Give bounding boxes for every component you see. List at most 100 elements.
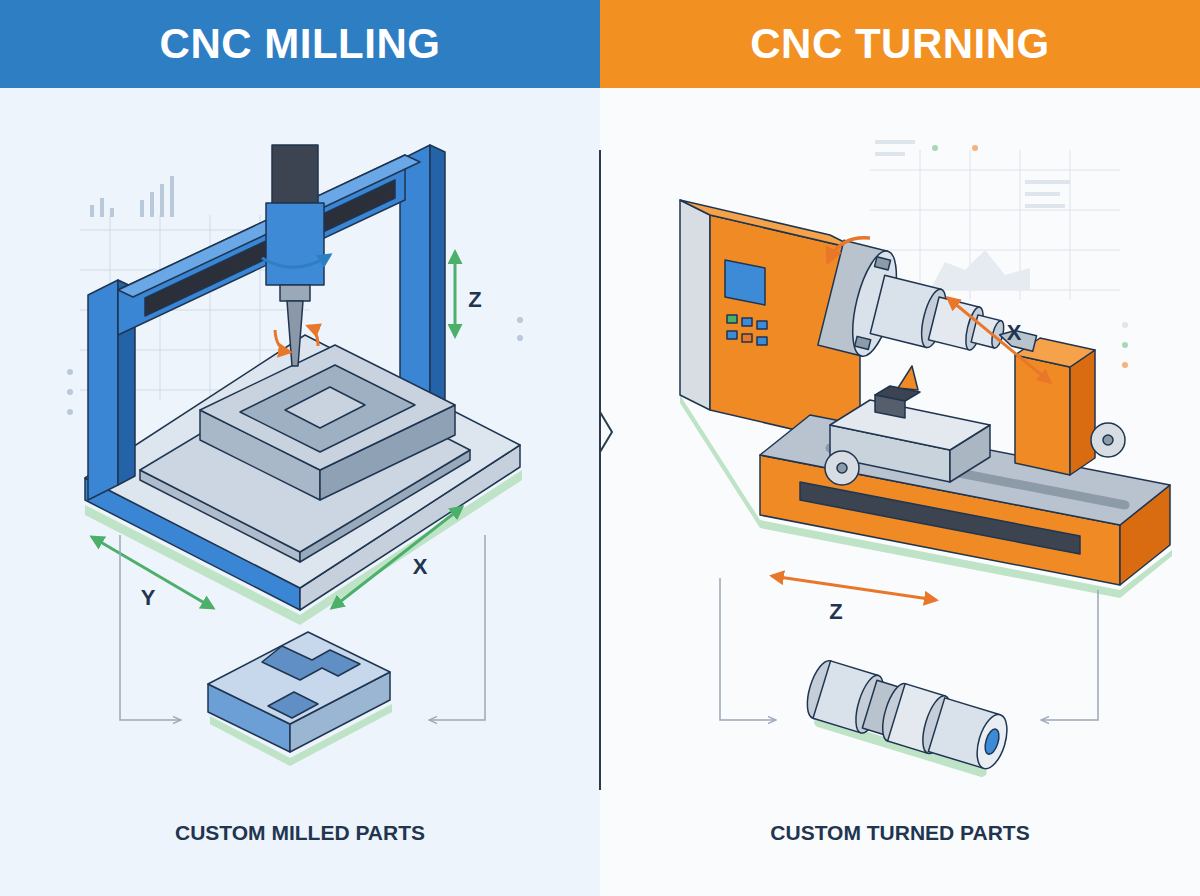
axis-label: Y: [128, 586, 168, 610]
bar: [160, 184, 164, 217]
dash: [1025, 180, 1070, 184]
dot: [67, 409, 73, 415]
end-mill: [287, 301, 303, 366]
control-screen: [725, 260, 765, 305]
axis-label: Z: [816, 600, 856, 624]
grid-line: [920, 150, 921, 300]
dot: [1122, 322, 1128, 328]
bed-slot: [800, 482, 1080, 554]
chuck-jaw: [875, 257, 891, 270]
bar: [110, 208, 114, 217]
dot: [1122, 342, 1128, 348]
chuck-jaw: [855, 336, 871, 349]
spindle-rotation-arrow: [262, 255, 330, 267]
chuck-rotation-arrow: [828, 238, 870, 262]
part-face: [971, 711, 1012, 772]
leader-line: [720, 578, 775, 720]
control-button: [757, 337, 767, 345]
grid-line: [870, 170, 1120, 171]
dot: [1122, 362, 1128, 368]
bar: [100, 198, 104, 217]
headstock-top: [680, 200, 860, 250]
dot: [517, 317, 523, 323]
handwheel-hub: [1103, 435, 1113, 445]
dash: [875, 152, 905, 156]
x-axis-arrow: [332, 507, 462, 608]
turned-part: [800, 657, 1014, 780]
tailstock-side: [1070, 350, 1095, 475]
leader-line: [120, 535, 180, 720]
dot: [932, 145, 938, 151]
crossbeam-vent: [145, 180, 395, 316]
part-top: [208, 632, 390, 724]
dot: [517, 335, 523, 341]
axis-label: Z: [455, 288, 495, 312]
bar: [140, 200, 144, 217]
control-button: [742, 334, 752, 342]
left-panel-bg: [0, 88, 600, 896]
crossbeam-top: [118, 155, 420, 297]
axis-label: X: [994, 321, 1034, 345]
part-caption: CUSTOM TURNED PARTS: [690, 821, 1110, 844]
divider-chevron: [600, 412, 612, 452]
bar: [90, 205, 94, 217]
axis-label: X: [400, 555, 440, 579]
control-button: [727, 315, 737, 323]
spindle-motor: [272, 145, 318, 203]
part-bore: [982, 727, 1001, 755]
workpiece-pocket: [240, 365, 415, 452]
dot: [67, 369, 73, 375]
header-title: CNC MILLING: [160, 20, 441, 68]
right-panel-bg: [600, 88, 1200, 896]
grid-line: [210, 215, 211, 400]
milling-machine: [85, 145, 522, 625]
background-grid: [870, 150, 1120, 300]
control-button: [757, 321, 767, 329]
part-caption: CUSTOM MILLED PARTS: [90, 821, 510, 844]
carriage-handwheel: [825, 451, 859, 485]
headstock-side: [680, 200, 710, 410]
tailstock-handwheel: [1091, 423, 1125, 457]
dot: [67, 389, 73, 395]
workpiece-island: [285, 387, 365, 428]
header-band: CNC MILLING: [0, 0, 600, 88]
grid-line: [1070, 150, 1071, 300]
divider-line: [599, 150, 601, 790]
grid-line: [870, 210, 1120, 211]
area-shape: [930, 250, 1030, 290]
shadow: [680, 395, 1172, 598]
cutting-tool: [898, 366, 918, 390]
header-title: CNC TURNING: [750, 20, 1049, 68]
part-hole: [268, 692, 318, 718]
control-button: [727, 331, 737, 339]
dash: [875, 140, 915, 144]
milled-part: [208, 632, 392, 766]
x-axis-arrow: [948, 298, 1050, 382]
base-top: [85, 335, 520, 588]
tool-post: [875, 395, 905, 418]
header-band: CNC TURNING: [600, 0, 1200, 88]
bar: [170, 176, 174, 217]
control-button: [742, 318, 752, 326]
spindle-body: [266, 203, 324, 285]
tool-rotation-arrow: [308, 326, 318, 346]
tailstock-front: [1015, 355, 1070, 475]
lathe: [680, 200, 1172, 598]
grid-line: [870, 250, 1120, 251]
handwheel-hub: [837, 463, 847, 473]
part-notch: [262, 646, 360, 680]
dash: [1025, 204, 1065, 208]
leader-line: [430, 535, 485, 720]
tool-rotation-arrow: [275, 330, 290, 352]
carriage-top: [830, 400, 990, 450]
z-axis-arrow: [772, 576, 936, 600]
bar: [150, 192, 154, 217]
spindle-collar: [280, 285, 310, 301]
z-axis-arrow: [454, 252, 457, 336]
workpiece-top: [200, 345, 455, 470]
dot: [972, 145, 978, 151]
spindle-assembly: [818, 240, 1048, 396]
left-column: [88, 280, 118, 500]
